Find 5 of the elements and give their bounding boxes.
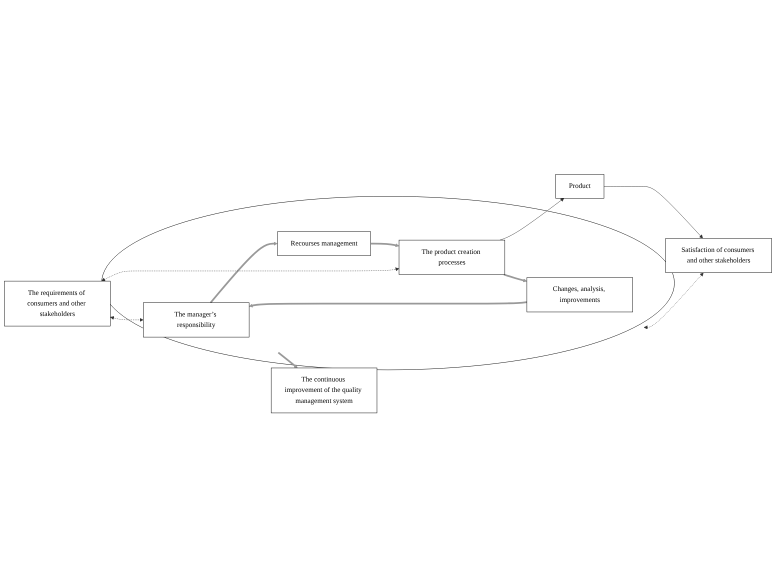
arrow [278, 352, 298, 368]
arrow [248, 301, 527, 308]
arrow [210, 242, 278, 304]
arrow [370, 242, 400, 247]
arrow [504, 273, 528, 282]
